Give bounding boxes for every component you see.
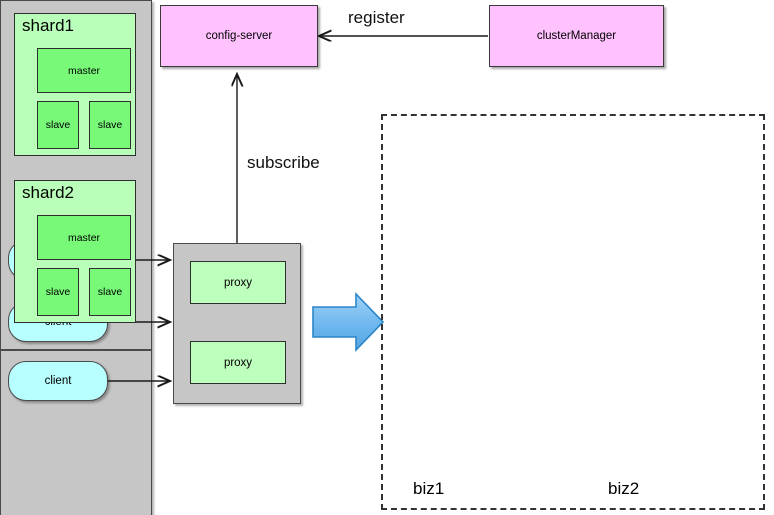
shard-2-1: shard1 master slave slave [14,13,136,156]
slave-node[interactable]: slave [89,268,131,316]
master-node[interactable]: master [37,215,131,260]
slave-label: slave [45,286,71,298]
proxy-node-1[interactable]: proxy [190,261,286,304]
biz-group-2: shard1 master slave slave shard2 master … [0,13,152,515]
slave-node[interactable]: slave [37,268,79,316]
proxy-label: proxy [223,276,253,289]
slave-label: slave [97,286,123,298]
biz-label-2: biz2 [608,479,640,498]
slave-label: slave [97,119,123,131]
master-label: master [67,64,101,77]
client-label: client [44,375,72,387]
shard-label: shard2 [22,183,74,202]
proxy-group: proxy proxy [173,243,301,404]
flow-arrow-icon [312,292,385,352]
edge-register-label: register [348,8,405,27]
config-server-label: config-server [205,30,273,42]
master-node[interactable]: master [37,48,131,93]
config-server-node[interactable]: config-server [160,5,318,67]
shard-2-2: shard2 master slave slave [14,180,136,323]
backend-region [381,114,765,510]
shard-label: shard1 [22,16,74,35]
slave-label: slave [45,119,71,131]
biz-label-1: biz1 [413,479,445,498]
slave-node[interactable]: slave [37,101,79,149]
slave-node[interactable]: slave [89,101,131,149]
cluster-manager-label: clusterManager [536,30,617,42]
master-label: master [67,231,101,244]
proxy-label: proxy [223,356,253,369]
cluster-manager-node[interactable]: clusterManager [489,5,664,67]
client-node-3[interactable]: client [8,361,108,401]
edge-subscribe-label: subscribe [247,153,320,172]
proxy-node-2[interactable]: proxy [190,341,286,384]
